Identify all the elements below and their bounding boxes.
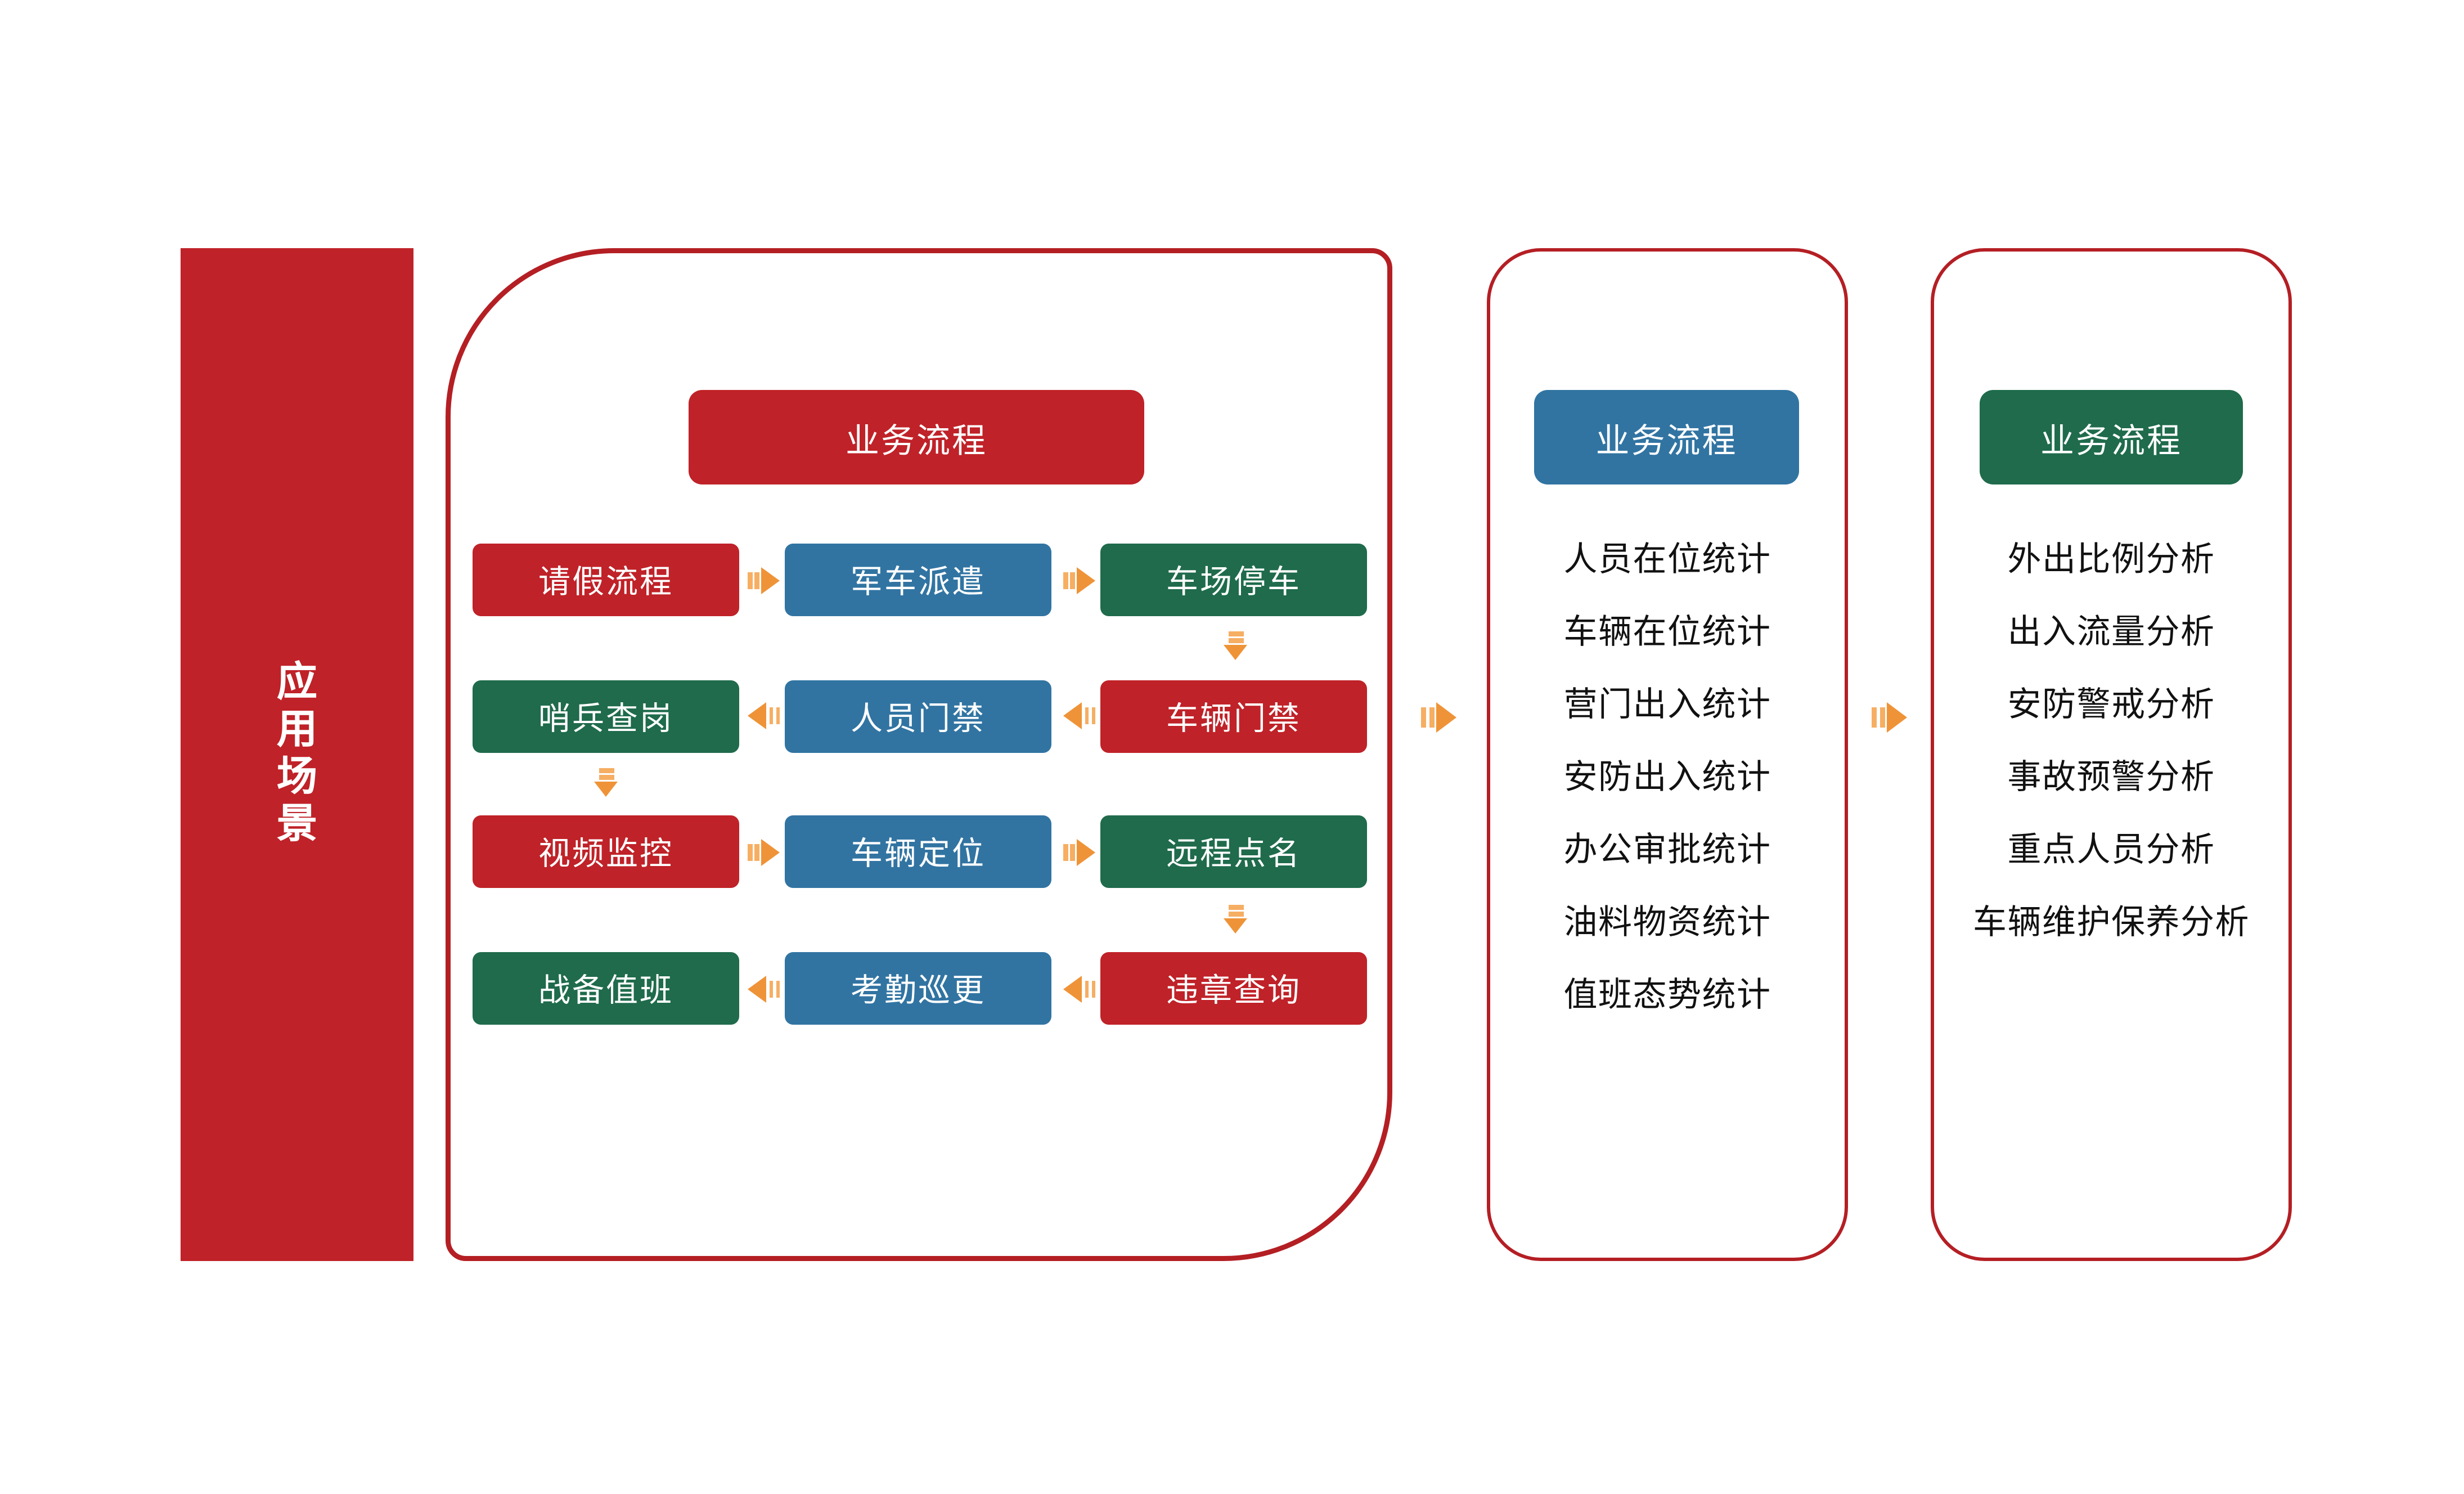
banner-char: 场	[277, 755, 317, 800]
flow-box-violation-query: 违章查询	[1100, 952, 1367, 1025]
business-flow-panel: 业务流程 请假流程 军车派遣 车场停车 哨兵查岗 人员门禁 车辆门禁 视频监控 …	[446, 248, 1392, 1261]
list-item: 重点人员分析	[2007, 832, 2215, 869]
application-scenarios-banner: 应 用 场 景	[181, 248, 413, 1261]
panel-link-arrow-icon	[1872, 702, 1907, 733]
flow-box-vehicle-location: 车辆定位	[785, 815, 1051, 888]
flow-box-sentry-check: 哨兵查岗	[473, 680, 739, 753]
analysis-item-list: 外出比例分析 出入流量分析 安防警戒分析 事故预警分析 重点人员分析 车辆维护保…	[1934, 520, 2288, 955]
list-item: 安防警戒分析	[2007, 687, 2215, 724]
flow-box-military-dispatch: 军车派遣	[785, 544, 1051, 616]
list-item: 外出比例分析	[2007, 542, 2215, 579]
banner-char: 景	[277, 802, 317, 847]
stats-item-list: 人员在位统计 车辆在位统计 营门出入统计 安防出入统计 办公审批统计 油料物资统…	[1490, 520, 1845, 1028]
arrow-down-icon	[594, 768, 618, 797]
arrow-left-icon	[1063, 976, 1095, 1003]
list-item: 油料物资统计	[1563, 905, 1771, 942]
arrow-right-icon	[1063, 567, 1095, 594]
flow-box-vehicle-access: 车辆门禁	[1100, 680, 1367, 753]
panel-link-arrow-icon	[1421, 702, 1456, 733]
flow-box-parking: 车场停车	[1100, 544, 1367, 616]
flow-box-remote-rollcall: 远程点名	[1100, 815, 1367, 888]
arrow-left-icon	[748, 702, 780, 729]
list-item: 车辆在位统计	[1563, 614, 1771, 652]
arrow-down-icon	[1224, 631, 1247, 660]
flow-box-combat-duty: 战备值班	[473, 952, 739, 1025]
arrow-right-icon	[748, 567, 780, 594]
arrow-right-icon	[748, 839, 780, 866]
flow-box-leave-process: 请假流程	[473, 544, 739, 616]
list-item: 办公审批统计	[1563, 832, 1771, 869]
analysis-panel-header: 业务流程	[1980, 390, 2243, 484]
list-item: 事故预警分析	[2007, 760, 2215, 797]
arrow-left-icon	[1063, 702, 1095, 729]
flow-box-video-surveillance: 视频监控	[473, 815, 739, 888]
list-item: 车辆维护保养分析	[1973, 905, 2250, 942]
statistics-panel: 业务流程 人员在位统计 车辆在位统计 营门出入统计 安防出入统计 办公审批统计 …	[1487, 248, 1848, 1261]
analysis-panel: 业务流程 外出比例分析 出入流量分析 安防警戒分析 事故预警分析 重点人员分析 …	[1931, 248, 2292, 1261]
list-item: 人员在位统计	[1563, 542, 1771, 579]
stats-panel-header: 业务流程	[1534, 390, 1799, 484]
list-item: 安防出入统计	[1563, 760, 1771, 797]
arrow-right-icon	[1063, 839, 1095, 866]
list-item: 值班态势统计	[1563, 977, 1771, 1015]
banner-char: 用	[277, 707, 317, 753]
arrow-left-icon	[748, 976, 780, 1003]
flow-box-personnel-access: 人员门禁	[785, 680, 1051, 753]
banner-char: 应	[277, 660, 317, 706]
arrow-down-icon	[1224, 905, 1247, 934]
list-item: 营门出入统计	[1563, 687, 1771, 724]
flow-box-attendance-patrol: 考勤巡更	[785, 952, 1051, 1025]
main-panel-header: 业务流程	[689, 390, 1144, 484]
list-item: 出入流量分析	[2007, 614, 2215, 652]
